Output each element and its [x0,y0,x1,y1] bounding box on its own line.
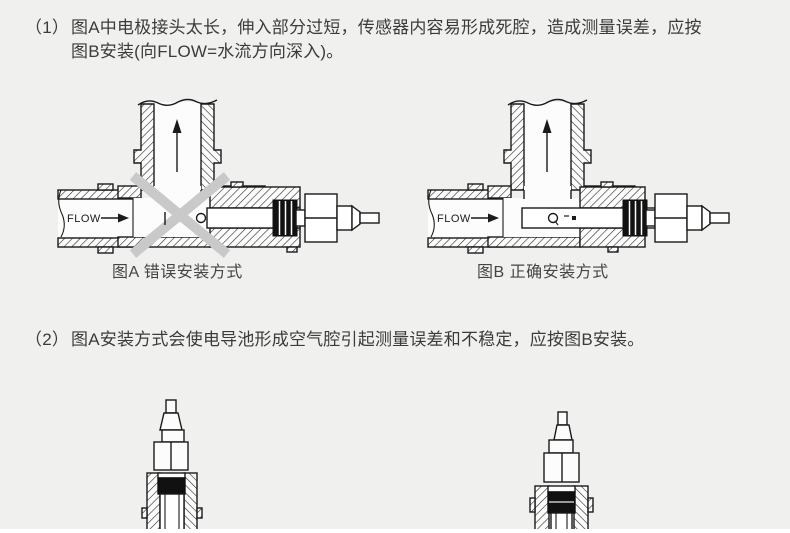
vertical-pipe-left-wall [133,103,155,191]
sensor-cone [159,412,183,431]
body-left-tab [141,507,148,519]
body-washer [157,472,186,479]
sensor-body [141,472,203,533]
flow-label: FLOW [437,213,471,225]
electrode-hole [195,212,207,224]
sensor-pin [557,411,568,426]
body-right-tab [196,507,203,519]
sensor-orings [622,199,648,237]
electrode-hole-tail [554,220,559,226]
body-channel [159,493,185,533]
inlet-pipe-top-tab [467,183,484,191]
inlet-pipe-bottom-tab [467,246,484,254]
sensor-front-view-b [529,411,594,533]
connector-pin [709,212,730,224]
tee-chamber-top [524,186,571,199]
paragraph-1-line-2: 图B安装(向FLOW=水流方向深入)。 [71,42,344,61]
vertical-pipe-left-wall [503,103,525,191]
sensor-connector [645,193,730,243]
gland-bottom-tab [607,246,619,253]
gland-bottom-tab [286,246,298,253]
up-flow-arrow [542,119,552,172]
sensor-collar [548,439,574,454]
body-left-tab [529,497,536,513]
flow-arrow-head [118,213,129,223]
electrode-hole [547,212,559,224]
flow-label-group: FLOW [437,213,499,225]
page-bottom-strip [0,529,790,533]
connector-step [336,205,353,231]
vertical-pipe [133,98,222,198]
body-right-wall [183,472,198,533]
gland-top-tab [600,181,614,188]
paragraph-1-line-1: 图A中电极接头太长，伸入部分过短，传感器内容易形成死腔，造成测量误差，应按 [71,18,702,37]
paragraph-2-text: 图A安装方式会使电导池形成空气腔引起测量误差和不稳定，应按图B安装。 [71,330,645,349]
inlet-break-line [58,189,65,238]
paragraph-1-number: （1） [25,18,70,37]
inlet-break-line [428,189,435,238]
connector-pin [359,212,380,224]
instruction-paragraph-1: （1） 图A中电极接头太长，伸入部分过短，传感器内容易形成死腔，造成测量误差，应… [25,16,770,64]
sensor-cone [553,424,573,441]
figure-b-caption: 图B 正确安装方式 [477,264,609,281]
vertical-pipe-right-wall [570,103,592,191]
flow-label: FLOW [67,213,101,225]
tee-bottom-band [117,236,211,248]
connector-step [686,205,703,231]
figure-a-caption: 图A 错误安装方式 [112,264,243,281]
figure-a-diagram: FLOW [57,98,380,258]
instruction-paragraph-2: （2） 图A安装方式会使电导池形成空气腔引起测量误差和不稳定，应按图B安装。 [25,328,770,352]
sensor-front-view-a [141,399,203,533]
sensor-probe [521,207,656,229]
connector-taper [351,204,361,232]
body-washer [547,485,576,493]
sensor-top-assembly [153,399,189,471]
body-right-tab [587,497,594,513]
tee-bottom-band [487,236,581,248]
flow-arrow-head [488,213,499,223]
up-flow-arrow [172,119,182,172]
sensor-top-assembly [543,411,580,483]
gland-top-tab [230,181,244,188]
connector-neck [645,209,656,227]
body-right-wall [573,485,589,533]
sensor-pin [165,399,177,414]
sensor-connector [295,193,380,243]
inlet-pipe-top-tab [97,183,114,191]
connector-neck [295,209,306,227]
sensor-body [529,485,594,533]
tee-chamber-top [154,186,201,199]
body-oring [157,477,186,495]
sensor-collar [161,429,185,443]
flow-label-group: FLOW [67,213,129,225]
body-left-wall [534,485,550,533]
inlet-pipe-bottom-tab [97,246,114,254]
paragraph-2-number: （2） [25,330,70,349]
pipe-break-line [507,98,588,106]
tee-top-left-band [117,185,142,199]
pipe-break-line [137,98,218,106]
paragraph-1-text: 图A中电极接头太长，伸入部分过短，传感器内容易形成死腔，造成测量误差，应按 图B… [71,16,770,64]
electrode-square-mark [572,216,576,220]
figure-b-diagram: FLOW [427,98,730,254]
connector-taper [701,204,711,232]
error-cross-mark [129,172,231,258]
tee-top-left-band [487,185,512,199]
sensor-orings [272,199,298,237]
